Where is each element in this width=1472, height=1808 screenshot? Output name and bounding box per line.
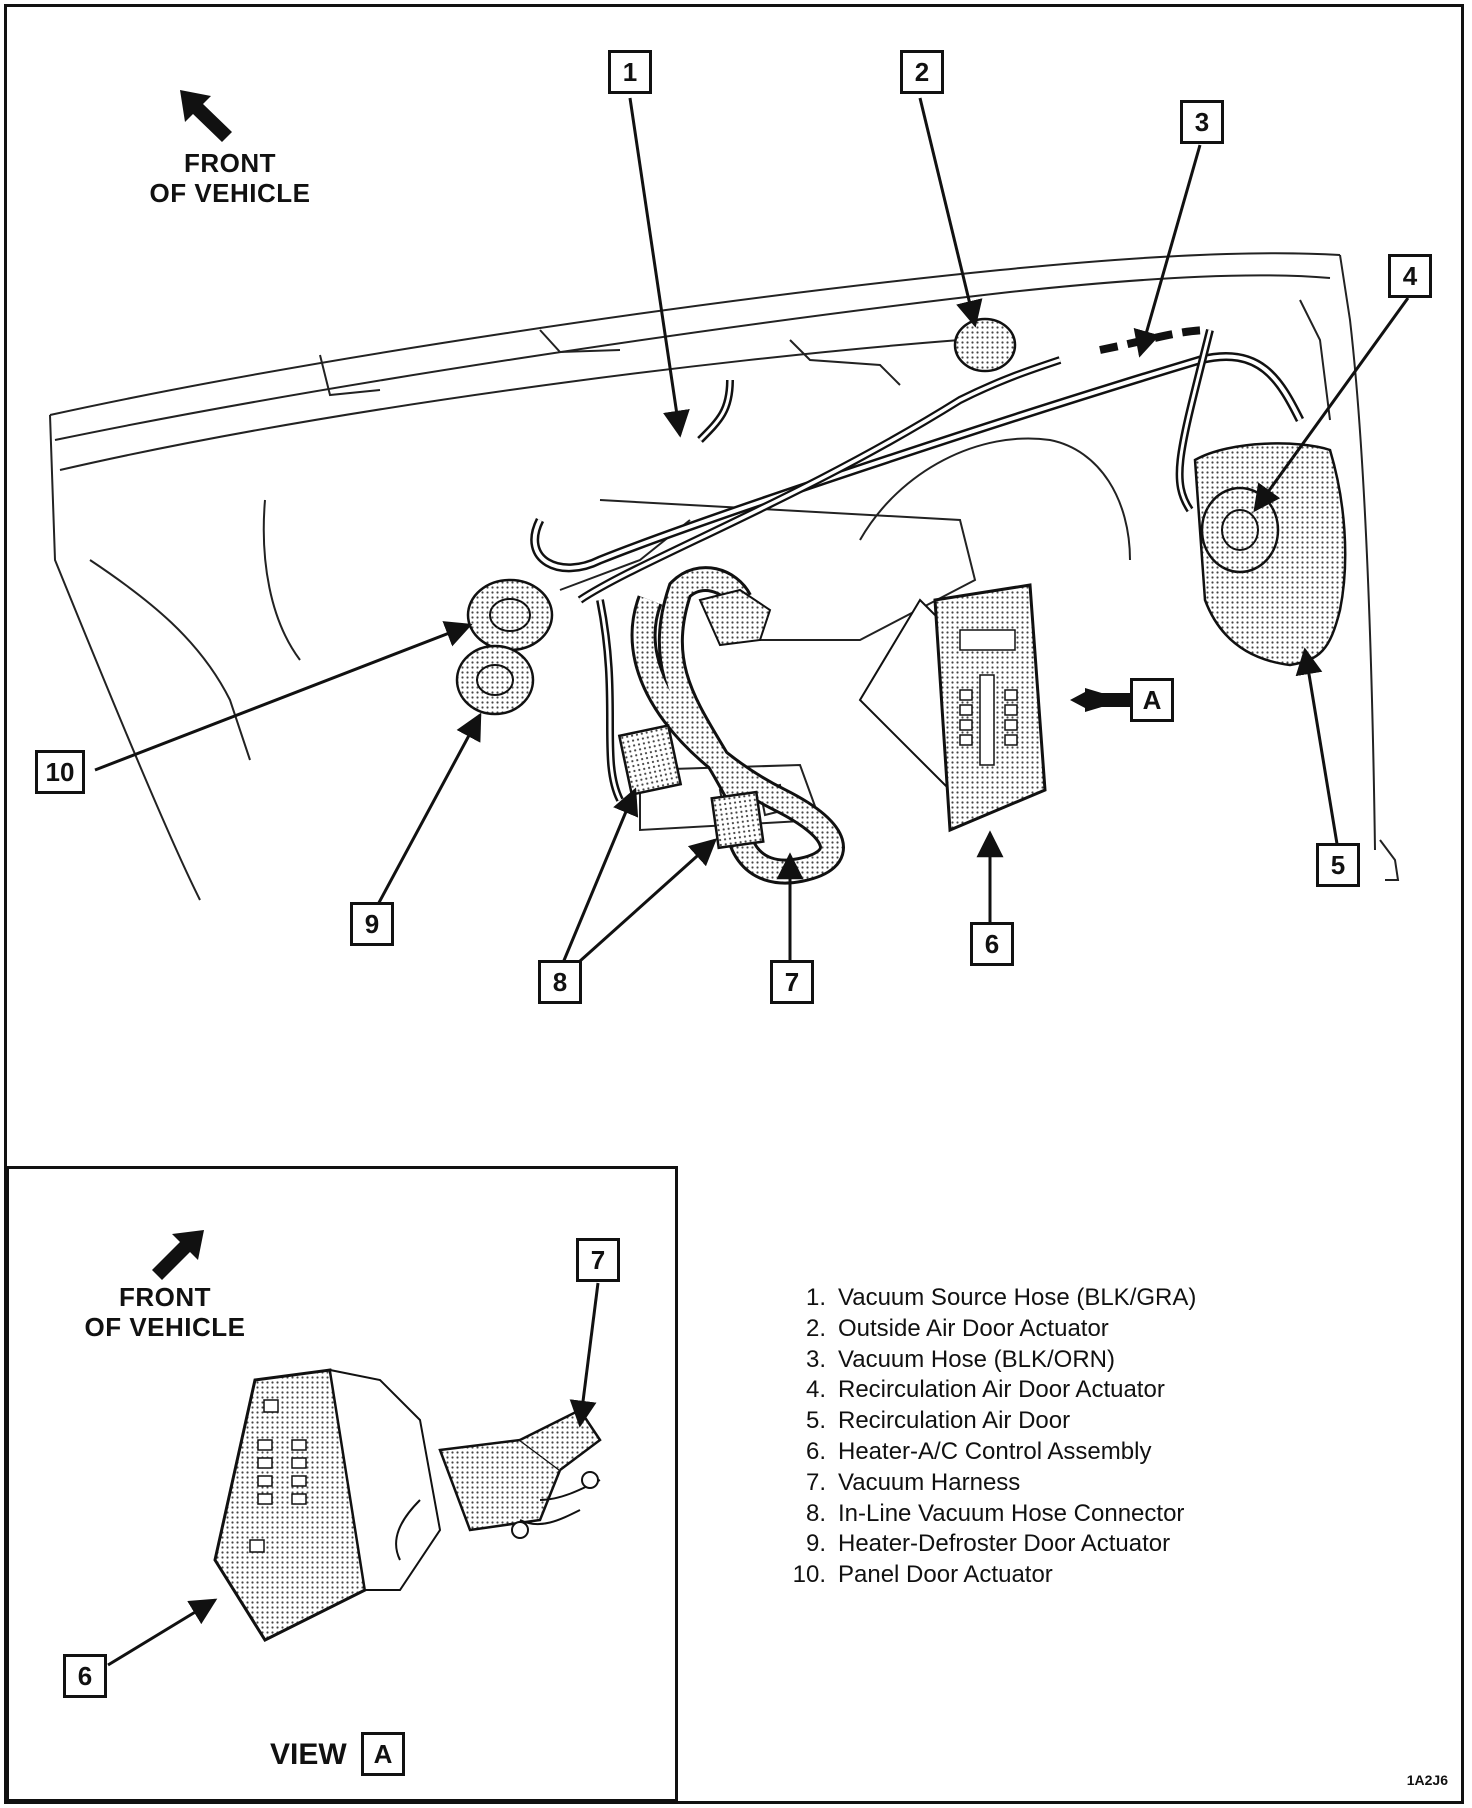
inline-connector-lower xyxy=(710,790,765,850)
legend-number: 4. xyxy=(805,1376,826,1404)
legend-item: 9. Heater-Defroster Door Actuator xyxy=(770,1529,1196,1560)
callout-7: 7 xyxy=(770,960,814,1004)
panel-door-actuator-hub xyxy=(489,598,531,632)
inset-callout-7: 7 xyxy=(576,1238,620,1282)
inset-hose-cap-2 xyxy=(511,1521,529,1539)
callout-9: 9 xyxy=(350,902,394,946)
legend-number: 7. xyxy=(805,1468,826,1496)
legend-text: Panel Door Actuator xyxy=(838,1561,1053,1589)
callout-5: 5 xyxy=(1316,843,1360,887)
legend-text: Heater-Defroster Door Actuator xyxy=(838,1530,1171,1558)
legend-number: 8. xyxy=(805,1499,826,1527)
legend-number: 1. xyxy=(805,1284,826,1311)
view-letter-box: A xyxy=(361,1732,406,1776)
legend-item: 7. Vacuum Harness xyxy=(770,1468,1196,1499)
front-arrow-main xyxy=(180,90,232,142)
legend-number: 5. xyxy=(805,1407,826,1435)
inset-harness-connector xyxy=(438,1438,562,1532)
inset-front-of-vehicle-label: FRONT OF VEHICLE xyxy=(70,1282,260,1342)
legend-text: Heater-A/C Control Assembly xyxy=(838,1437,1152,1465)
legend-item: 8. In-Line Vacuum Hose Connector xyxy=(770,1499,1196,1530)
inset-bracket xyxy=(328,1368,442,1591)
legend-text: Vacuum Source Hose (BLK/GRA) xyxy=(838,1284,1197,1311)
figure-frame xyxy=(4,4,1464,1804)
inset-control-buttons xyxy=(249,1399,307,1553)
leader-lines xyxy=(94,97,1410,972)
recirculation-air-door-actuator xyxy=(1200,486,1280,574)
inset-callout-6: 6 xyxy=(63,1654,107,1698)
inline-connector-upper xyxy=(617,723,683,797)
callout-8: 8 xyxy=(538,960,582,1004)
legend-item: 10. Panel Door Actuator xyxy=(770,1560,1196,1591)
inset-front-label-line2: OF VEHICLE xyxy=(84,1312,246,1342)
front-of-vehicle-label: FRONT OF VEHICLE xyxy=(135,148,325,208)
panel-door-actuator xyxy=(466,578,554,652)
legend-text: Recirculation Air Door xyxy=(838,1407,1071,1435)
inset-hose-cap xyxy=(581,1471,599,1489)
legend-text: Vacuum Hose (BLK/ORN) xyxy=(838,1345,1115,1373)
callout-3: 3 xyxy=(1180,100,1224,144)
legend-text: Outside Air Door Actuator xyxy=(838,1314,1109,1342)
view-a-inset xyxy=(6,1166,678,1802)
front-label-line2: OF VEHICLE xyxy=(149,178,311,208)
legend-item: 4. Recirculation Air Door Actuator xyxy=(770,1375,1196,1406)
legend-text: Recirculation Air Door Actuator xyxy=(838,1376,1165,1404)
legend-text: In-Line Vacuum Hose Connector xyxy=(838,1499,1185,1527)
front-label-line1: FRONT xyxy=(183,148,277,178)
legend-number: 6. xyxy=(805,1437,826,1465)
callout-6: 6 xyxy=(970,922,1014,966)
harness-top-connector xyxy=(698,588,772,647)
parts-legend: 1. Vacuum Source Hose (BLK/GRA) 2. Outside… xyxy=(770,1283,1197,1591)
callout-1: 1 xyxy=(608,50,652,94)
view-a-arrow-shaft xyxy=(1085,693,1130,707)
control-assembly-buttons xyxy=(959,629,1018,766)
legend-item: 3. Vacuum Hose (BLK/ORN) xyxy=(770,1345,1196,1376)
legend-item: 2. Outside Air Door Actuator xyxy=(770,1314,1196,1345)
callout-view-a: A xyxy=(1130,678,1174,722)
front-arrow-inset xyxy=(152,1230,204,1280)
callout-4: 4 xyxy=(1388,254,1432,298)
legend-item: 6. Heater-A/C Control Assembly xyxy=(770,1437,1196,1468)
legend-text: Vacuum Harness xyxy=(838,1468,1021,1496)
legend-number: 3. xyxy=(805,1345,826,1373)
inset-control-assembly xyxy=(213,1368,367,1642)
legend-item: 5. Recirculation Air Door xyxy=(770,1406,1196,1437)
heater-defroster-actuator xyxy=(455,644,535,716)
legend-item: 1. Vacuum Source Hose (BLK/GRA) xyxy=(770,1283,1196,1314)
heater-defroster-actuator-hub xyxy=(476,664,514,696)
inset-front-label-line1: FRONT xyxy=(118,1282,212,1312)
inset-leader-lines xyxy=(107,1282,600,1667)
callout-2: 2 xyxy=(900,50,944,94)
recirculation-actuator-hub xyxy=(1221,509,1259,551)
figure-id: 1A2J6 xyxy=(1406,1772,1448,1788)
legend-number: 10. xyxy=(792,1561,826,1589)
inset-illustration xyxy=(107,1282,602,1667)
callout-10: 10 xyxy=(35,750,85,794)
legend-number: 2. xyxy=(805,1314,826,1342)
outside-air-door-actuator xyxy=(953,317,1017,373)
vacuum-hoses xyxy=(530,326,1305,802)
view-a-title: VIEW A xyxy=(270,1732,406,1778)
view-word: VIEW xyxy=(270,1737,347,1771)
legend-number: 9. xyxy=(805,1530,826,1558)
vacuum-harness-fill xyxy=(633,569,842,882)
